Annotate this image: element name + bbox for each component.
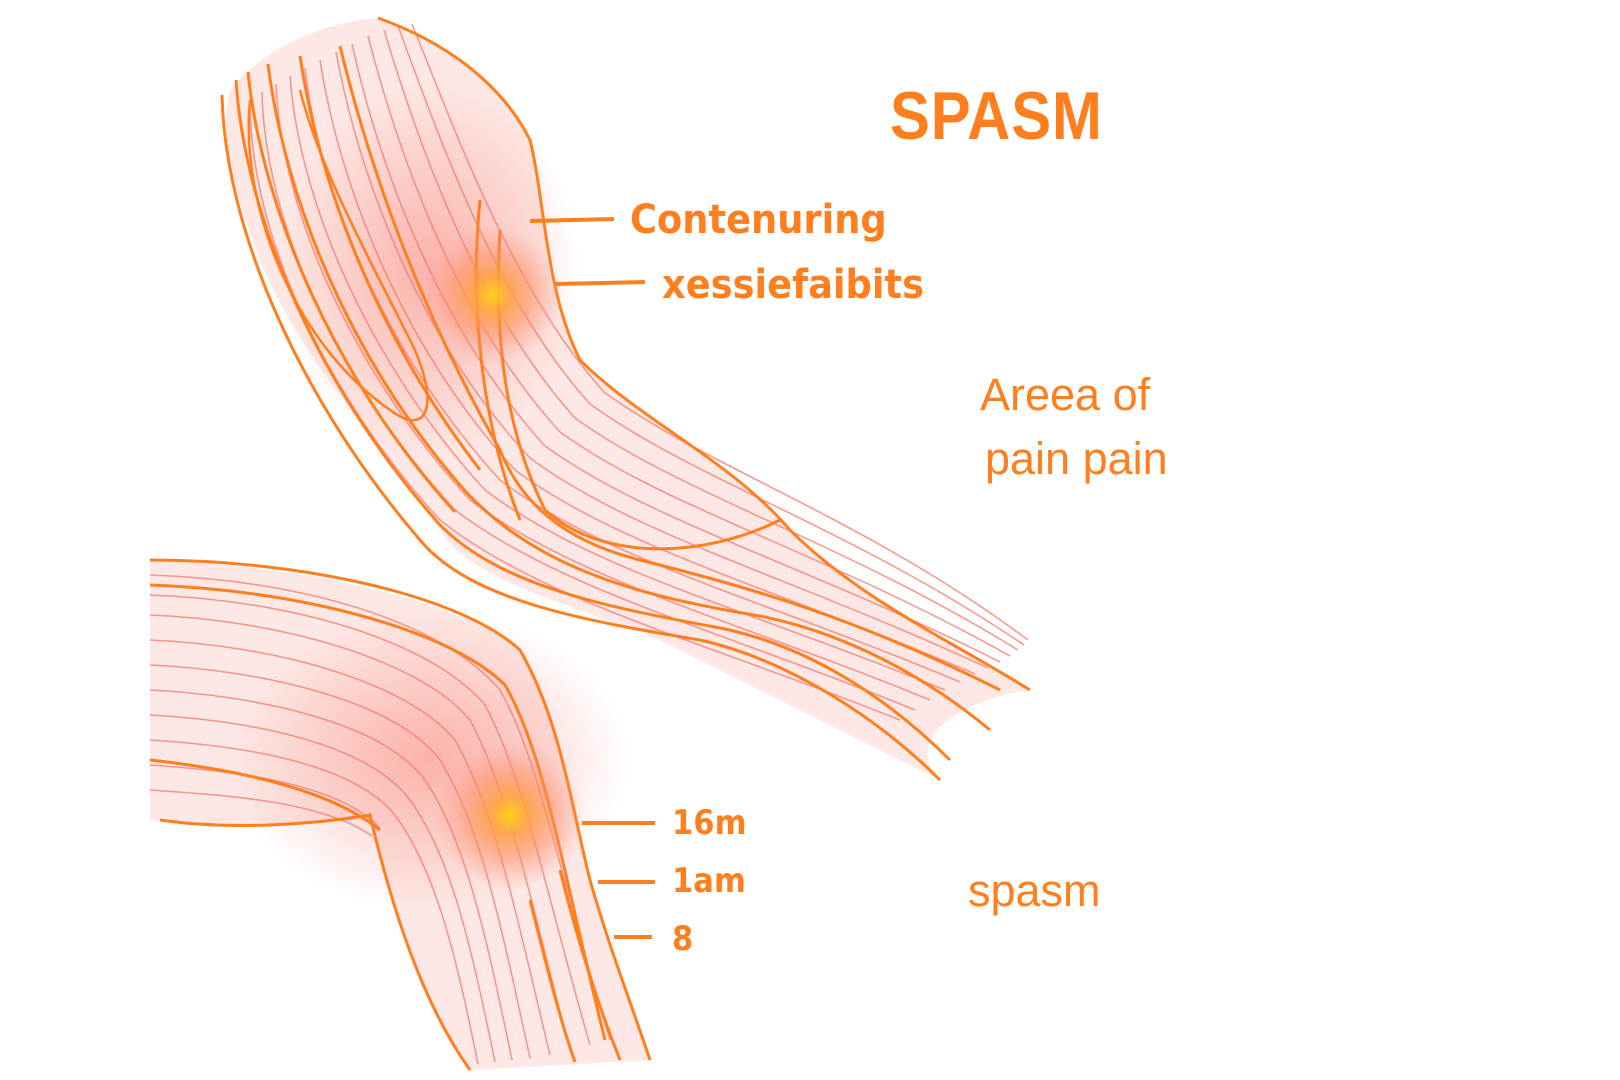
- upper-muscle-loop: [247, 89, 429, 422]
- diagram-title: SPASM: [890, 78, 1103, 154]
- leader-line-contenuring: [529, 217, 615, 223]
- upper-muscle: [220, 16, 1031, 782]
- spasm-region-label: spasm: [968, 865, 1101, 916]
- callout-label-contenuring: Contenuring: [630, 197, 887, 243]
- lower-hotspot: [435, 740, 585, 890]
- callout-label-16m: 16m: [672, 803, 747, 843]
- callout-label-xessiefaibits: xessiefaibits: [662, 262, 924, 308]
- area-of-pain-label-line1: Areea of: [980, 369, 1151, 420]
- callout-label-8: 8: [672, 919, 694, 959]
- lower-muscle: [149, 558, 652, 1071]
- callout-label-1am: 1am: [672, 861, 746, 901]
- leader-line-xessiefaibits: [554, 280, 646, 286]
- upper-hotspot: [422, 225, 562, 365]
- area-of-pain-label-line2: pain pain: [985, 433, 1168, 484]
